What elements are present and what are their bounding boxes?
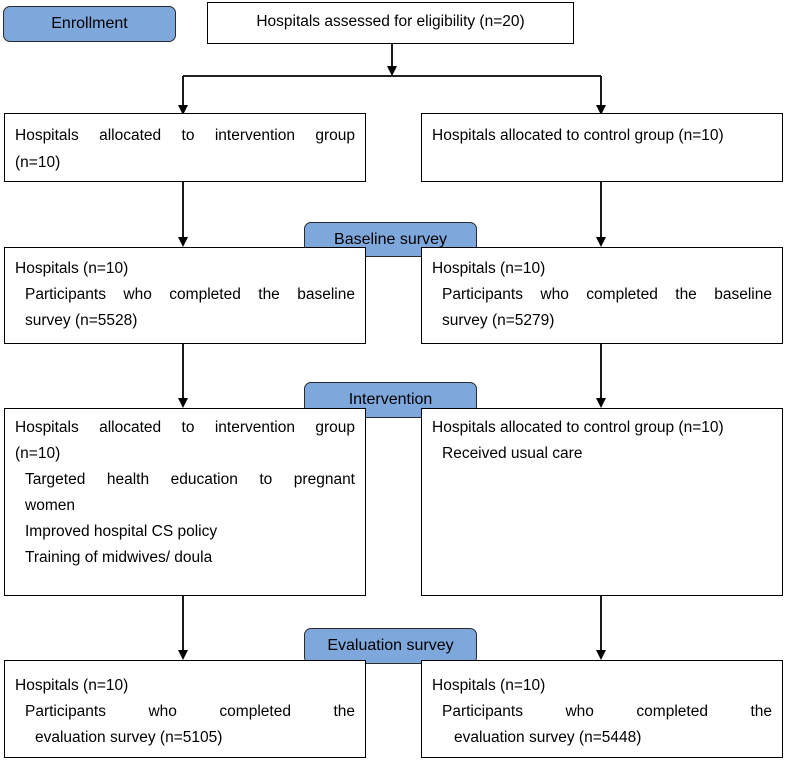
eligibility-text: Hospitals assessed for eligibility (n=20… <box>256 13 525 30</box>
control-baseline-hospitals: Hospitals (n=10) <box>432 260 546 277</box>
control-allocation-box: Hospitals allocated to control group (n=… <box>421 113 783 182</box>
control-baseline-line2: survey (n=5279) <box>442 312 555 329</box>
control-baseline-box: Hospitals (n=10) Participants who comple… <box>421 247 783 344</box>
control-baseline-line1: Participants who completed the baseline <box>442 286 772 303</box>
control-evaluation-hospitals: Hospitals (n=10) <box>432 677 546 694</box>
intervention-group-line2: (n=10) <box>15 445 61 462</box>
control-group-box: Hospitals allocated to control group (n=… <box>421 408 783 596</box>
intervention-stage-text: Intervention <box>348 391 433 408</box>
intervention-item-cs-policy: Improved hospital CS policy <box>25 523 218 540</box>
intervention-baseline-line2: survey (n=5528) <box>25 312 138 329</box>
control-evaluation-box: Hospitals (n=10) Participants who comple… <box>421 660 783 758</box>
intervention-allocation-line2: (n=10) <box>15 154 61 171</box>
intervention-baseline-line1: Participants who completed the baseline <box>25 286 355 303</box>
control-evaluation-line2: evaluation survey (n=5448) <box>454 729 642 746</box>
intervention-evaluation-line1: Participants who completed the <box>25 703 355 720</box>
intervention-group-line1: Hospitals allocated to intervention grou… <box>15 419 355 436</box>
intervention-group-box: Hospitals allocated to intervention grou… <box>4 408 366 596</box>
intervention-evaluation-box: Hospitals (n=10) Participants who comple… <box>4 660 366 758</box>
control-group-line1: Hospitals allocated to control group (n=… <box>432 419 724 436</box>
baseline-survey-text: Baseline survey <box>334 231 447 248</box>
control-evaluation-line1: Participants who completed the <box>442 703 772 720</box>
intervention-baseline-box: Hospitals (n=10) Participants who comple… <box>4 247 366 344</box>
enrollment-stage-label: Enrollment <box>3 6 176 42</box>
enrollment-text: Enrollment <box>51 15 128 32</box>
evaluation-survey-stage-label: Evaluation survey <box>304 628 477 664</box>
eligibility-box: Hospitals assessed for eligibility (n=20… <box>207 2 574 44</box>
intervention-baseline-hospitals: Hospitals (n=10) <box>15 260 129 277</box>
control-item-usual-care: Received usual care <box>442 445 583 462</box>
intervention-item-health-education: Targeted health education to pregnant <box>25 471 355 488</box>
intervention-allocation-line1: Hospitals allocated to intervention grou… <box>15 127 355 144</box>
control-allocation-text: Hospitals allocated to control group (n=… <box>432 127 724 144</box>
evaluation-survey-text: Evaluation survey <box>327 637 454 654</box>
intervention-evaluation-line2: evaluation survey (n=5105) <box>35 729 223 746</box>
intervention-allocation-box: Hospitals allocated to intervention grou… <box>4 113 366 182</box>
intervention-evaluation-hospitals: Hospitals (n=10) <box>15 677 129 694</box>
intervention-item-midwife-training: Training of midwives/ doula <box>25 549 213 566</box>
intervention-item-health-education-cont: women <box>25 497 75 514</box>
